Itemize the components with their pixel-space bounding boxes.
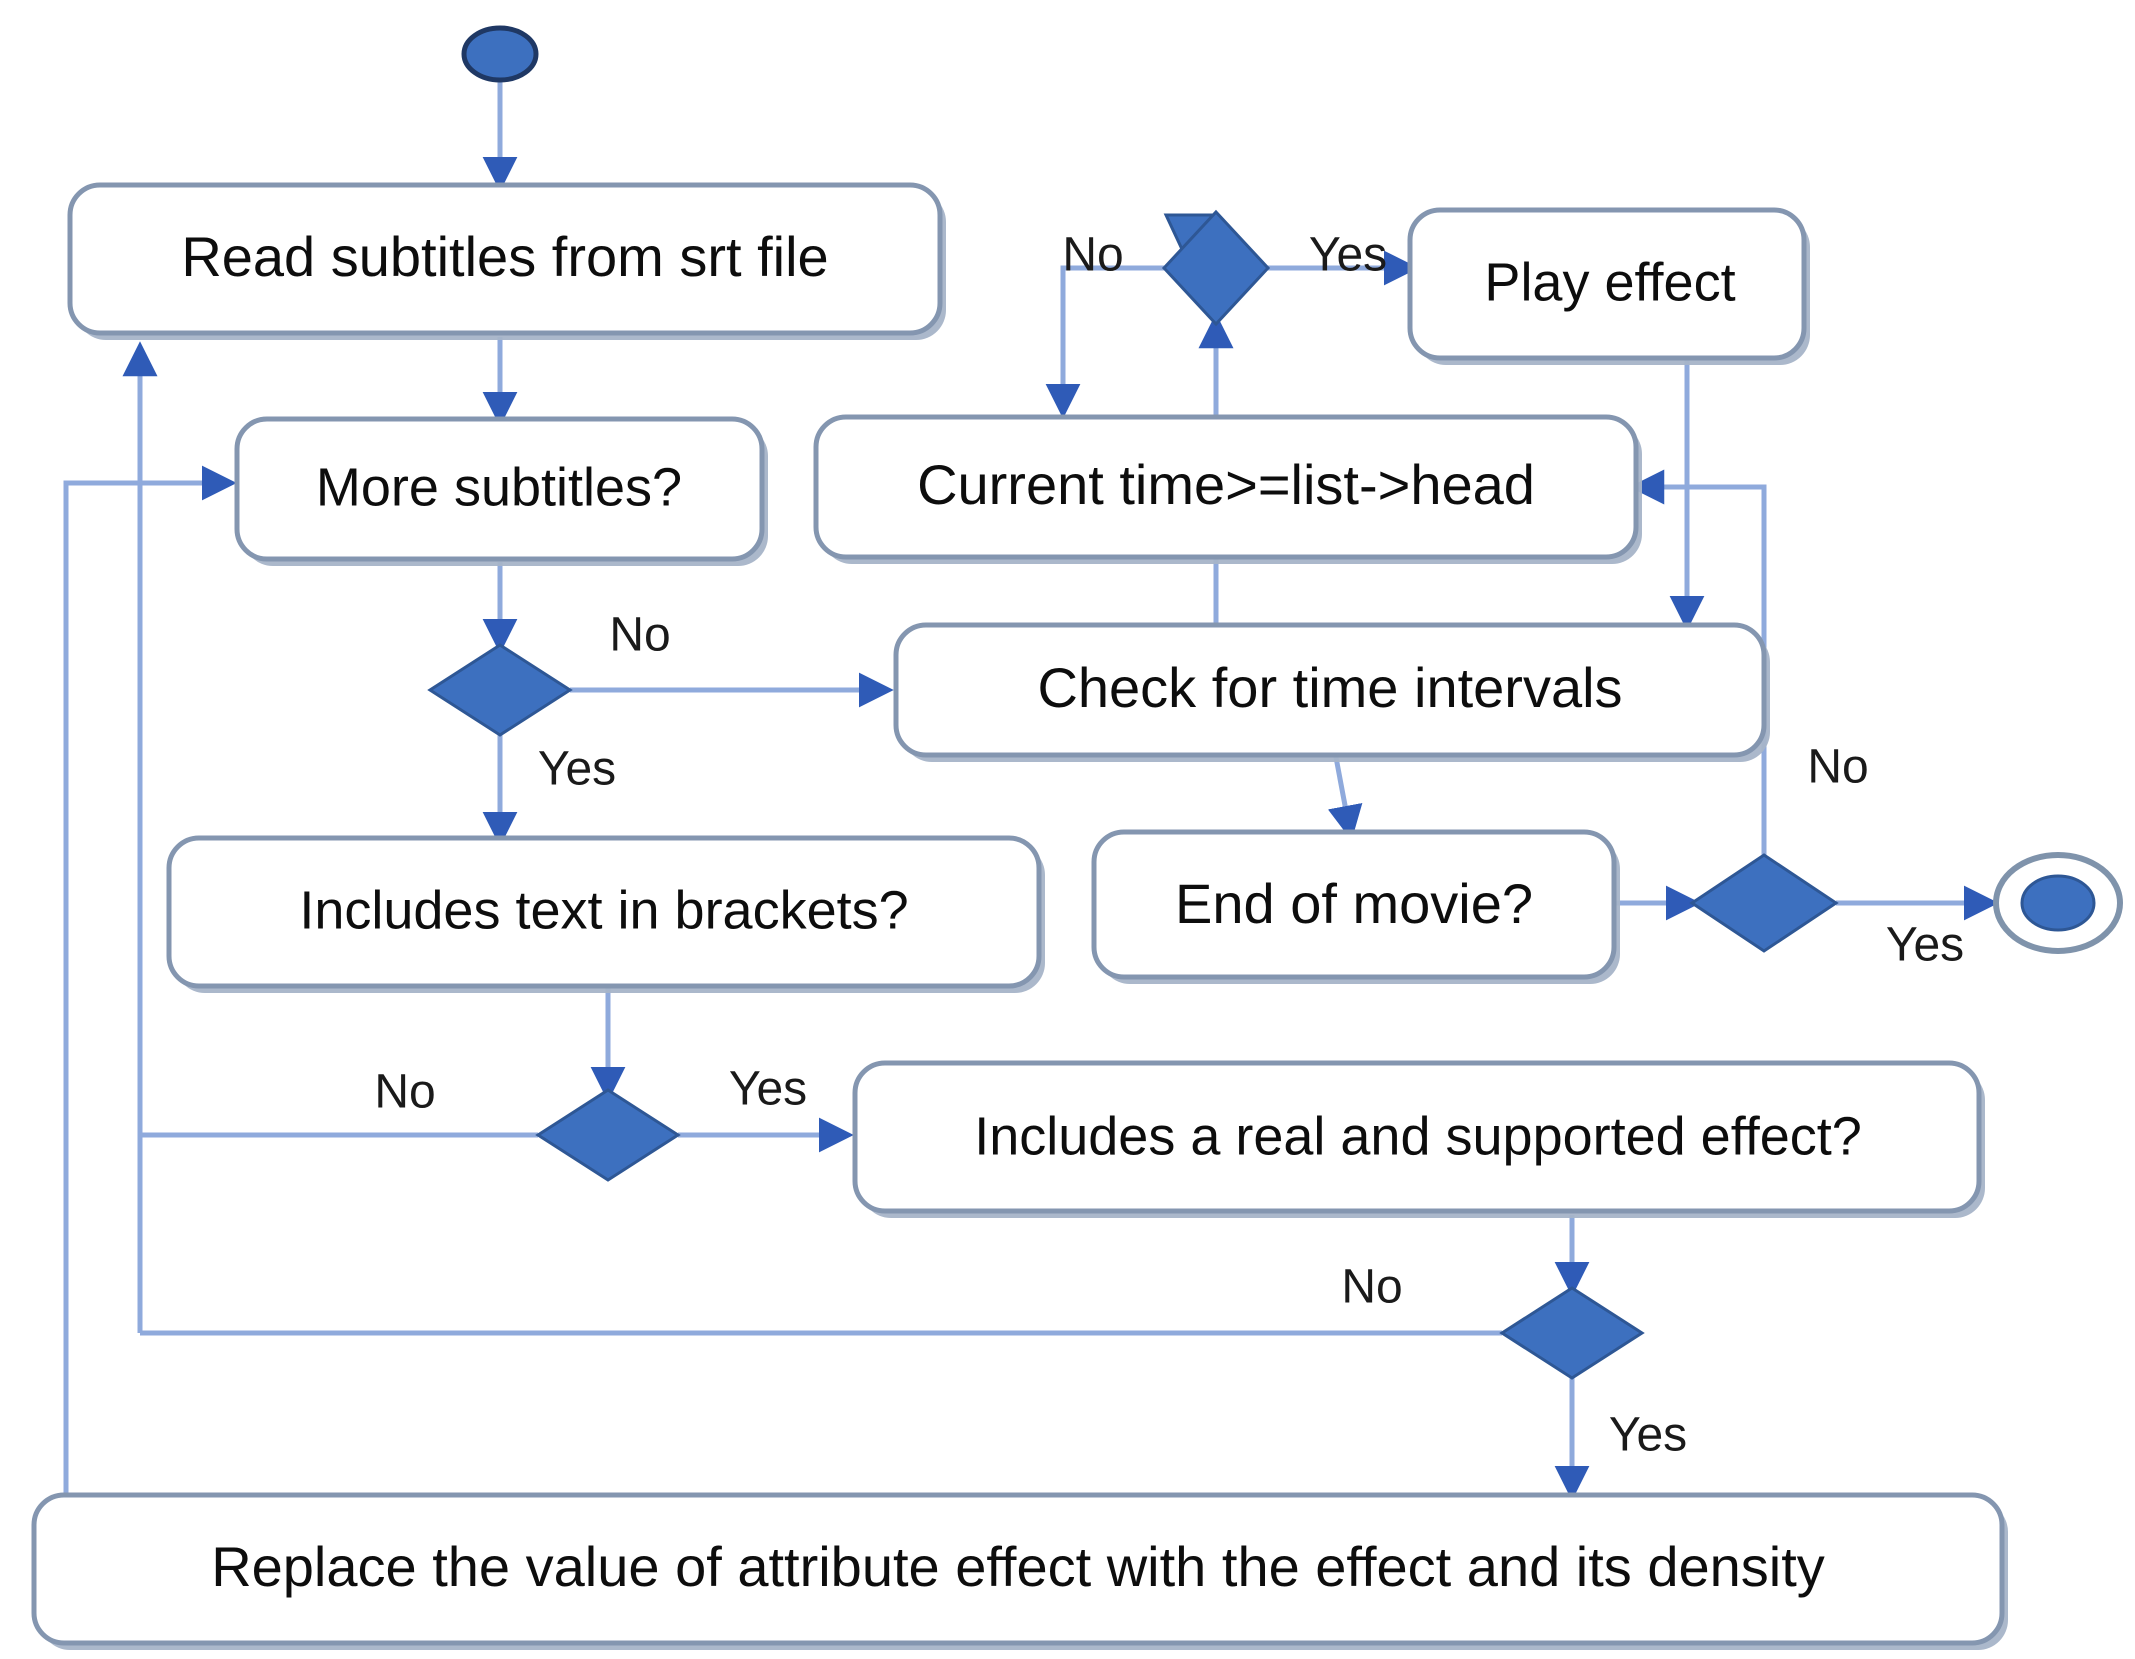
edge-currenttime-no-down (1045, 265, 1166, 419)
action-check-intervals-label: Check for time intervals (1037, 656, 1622, 719)
action-play-effect-label: Play effect (1484, 252, 1735, 312)
final-node (1993, 852, 2123, 954)
action-current-time[interactable]: Current time>=list->head (813, 414, 1642, 564)
action-includes-effect[interactable]: Includes a real and supported effect? (852, 1060, 1985, 1218)
action-includes-brackets[interactable]: Includes text in brackets? (166, 835, 1045, 993)
action-includes-effect-label: Includes a real and supported effect? (974, 1106, 1862, 1166)
edge-label-brackets-yes: Yes (729, 1063, 807, 1116)
edge-label-end-of-movie-yes: Yes (1886, 919, 1964, 972)
action-replace-value-label: Replace the value of attribute effect wi… (211, 1535, 1825, 1598)
action-end-of-movie[interactable]: End of movie? (1091, 829, 1620, 984)
decision-includes-brackets[interactable] (535, 1088, 681, 1182)
edge-check-to-endmovie (1327, 751, 1363, 841)
action-replace-value[interactable]: Replace the value of attribute effect wi… (31, 1492, 2008, 1650)
action-end-of-movie-label: End of movie? (1175, 872, 1533, 935)
action-check-intervals[interactable]: Check for time intervals (893, 622, 1770, 762)
edge-label-effect-yes: Yes (1609, 1409, 1687, 1462)
decision-includes-effect[interactable] (1499, 1286, 1645, 1380)
edge-label-end-of-movie-no: No (1807, 741, 1868, 794)
decision-end-of-movie[interactable] (1689, 853, 1839, 953)
edge-label-current-time-no: No (1062, 229, 1123, 282)
decision-current-time[interactable] (1161, 209, 1271, 327)
edge-label-more-subtitles-yes: Yes (538, 743, 616, 796)
action-more-subtitles[interactable]: More subtitles? (234, 416, 768, 566)
initial-node (461, 25, 539, 83)
action-read-subtitles[interactable]: Read subtitles from srt file (67, 182, 946, 340)
edge-label-more-subtitles-no: No (609, 609, 670, 662)
action-play-effect[interactable]: Play effect (1407, 207, 1810, 365)
action-includes-brackets-label: Includes text in brackets? (299, 880, 908, 940)
action-current-time-label: Current time>=list->head (917, 453, 1535, 516)
action-more-subtitles-label: More subtitles? (316, 457, 682, 517)
edge-label-brackets-no: No (374, 1066, 435, 1119)
action-read-subtitles-label: Read subtitles from srt file (181, 225, 828, 288)
edge-replace-to-more (63, 465, 237, 1494)
edge-label-current-time-yes: Yes (1309, 229, 1387, 282)
decision-more-subtitles[interactable] (427, 643, 573, 737)
edge-label-effect-no: No (1341, 1261, 1402, 1314)
